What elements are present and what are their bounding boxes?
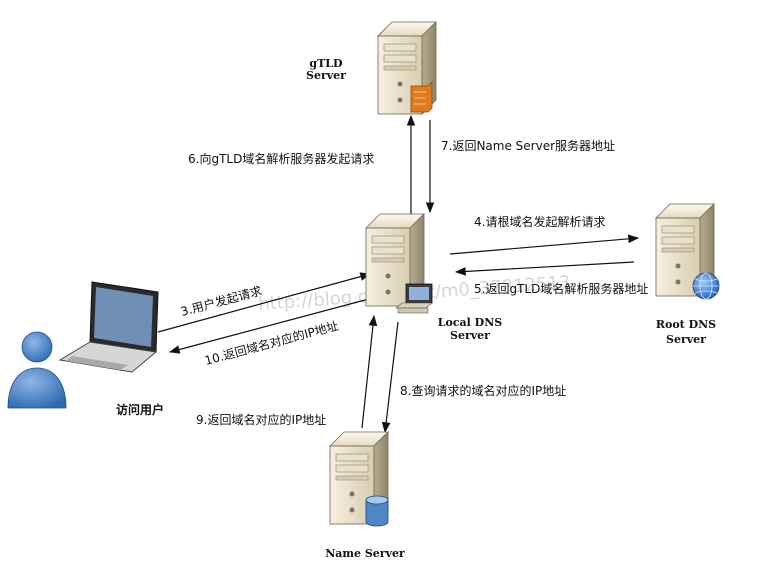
- user-group: 访问用户: [7, 281, 164, 417]
- arrow-step3: [157, 272, 372, 333]
- arrow-step9: [361, 314, 378, 429]
- root-dns-label-line2: Server: [666, 333, 706, 346]
- step4-label: 4.请根域名发起解析请求: [474, 214, 605, 229]
- root-dns-label-line1: Root DNS: [656, 318, 716, 331]
- step5-label: 5.返回gTLD域名解析服务器地址: [474, 281, 648, 296]
- monitor-icon: [395, 283, 433, 314]
- step6-label: 6.向gTLD域名解析服务器发起请求: [188, 151, 374, 166]
- name-server: Name Server: [325, 431, 405, 560]
- gtld-badge-icon: [410, 81, 433, 113]
- globe-icon: [692, 272, 720, 300]
- step3-label: 3.用户发起请求: [179, 283, 263, 319]
- step7-label: 7.返回Name Server服务器地址: [441, 138, 615, 153]
- arrow-step4: [449, 234, 640, 255]
- local-dns-label-line2: Server: [450, 329, 490, 342]
- arrow-step8: [381, 321, 399, 434]
- local-dns-label-line1: Local DNS: [438, 316, 502, 329]
- step8-label: 8.查询请求的域名对应的IP地址: [400, 383, 566, 398]
- arrow-step10: [168, 295, 381, 354]
- local-dns-server: Local DNS Server: [365, 213, 502, 342]
- gtld-server: gTLD Server: [306, 21, 437, 115]
- laptop-icon: [58, 281, 159, 373]
- gtld-label-line2: Server: [306, 69, 346, 82]
- user-label: 访问用户: [116, 402, 164, 417]
- step9-label: 9.返回域名对应的IP地址: [196, 412, 326, 427]
- arrows: [157, 114, 640, 434]
- name-server-label: Name Server: [325, 547, 405, 560]
- gtld-label-line1: gTLD: [309, 57, 343, 70]
- arrow-step5: [454, 261, 635, 276]
- root-dns-server: Root DNS Server: [655, 203, 720, 346]
- person-icon: [7, 331, 67, 409]
- database-icon: [365, 495, 389, 527]
